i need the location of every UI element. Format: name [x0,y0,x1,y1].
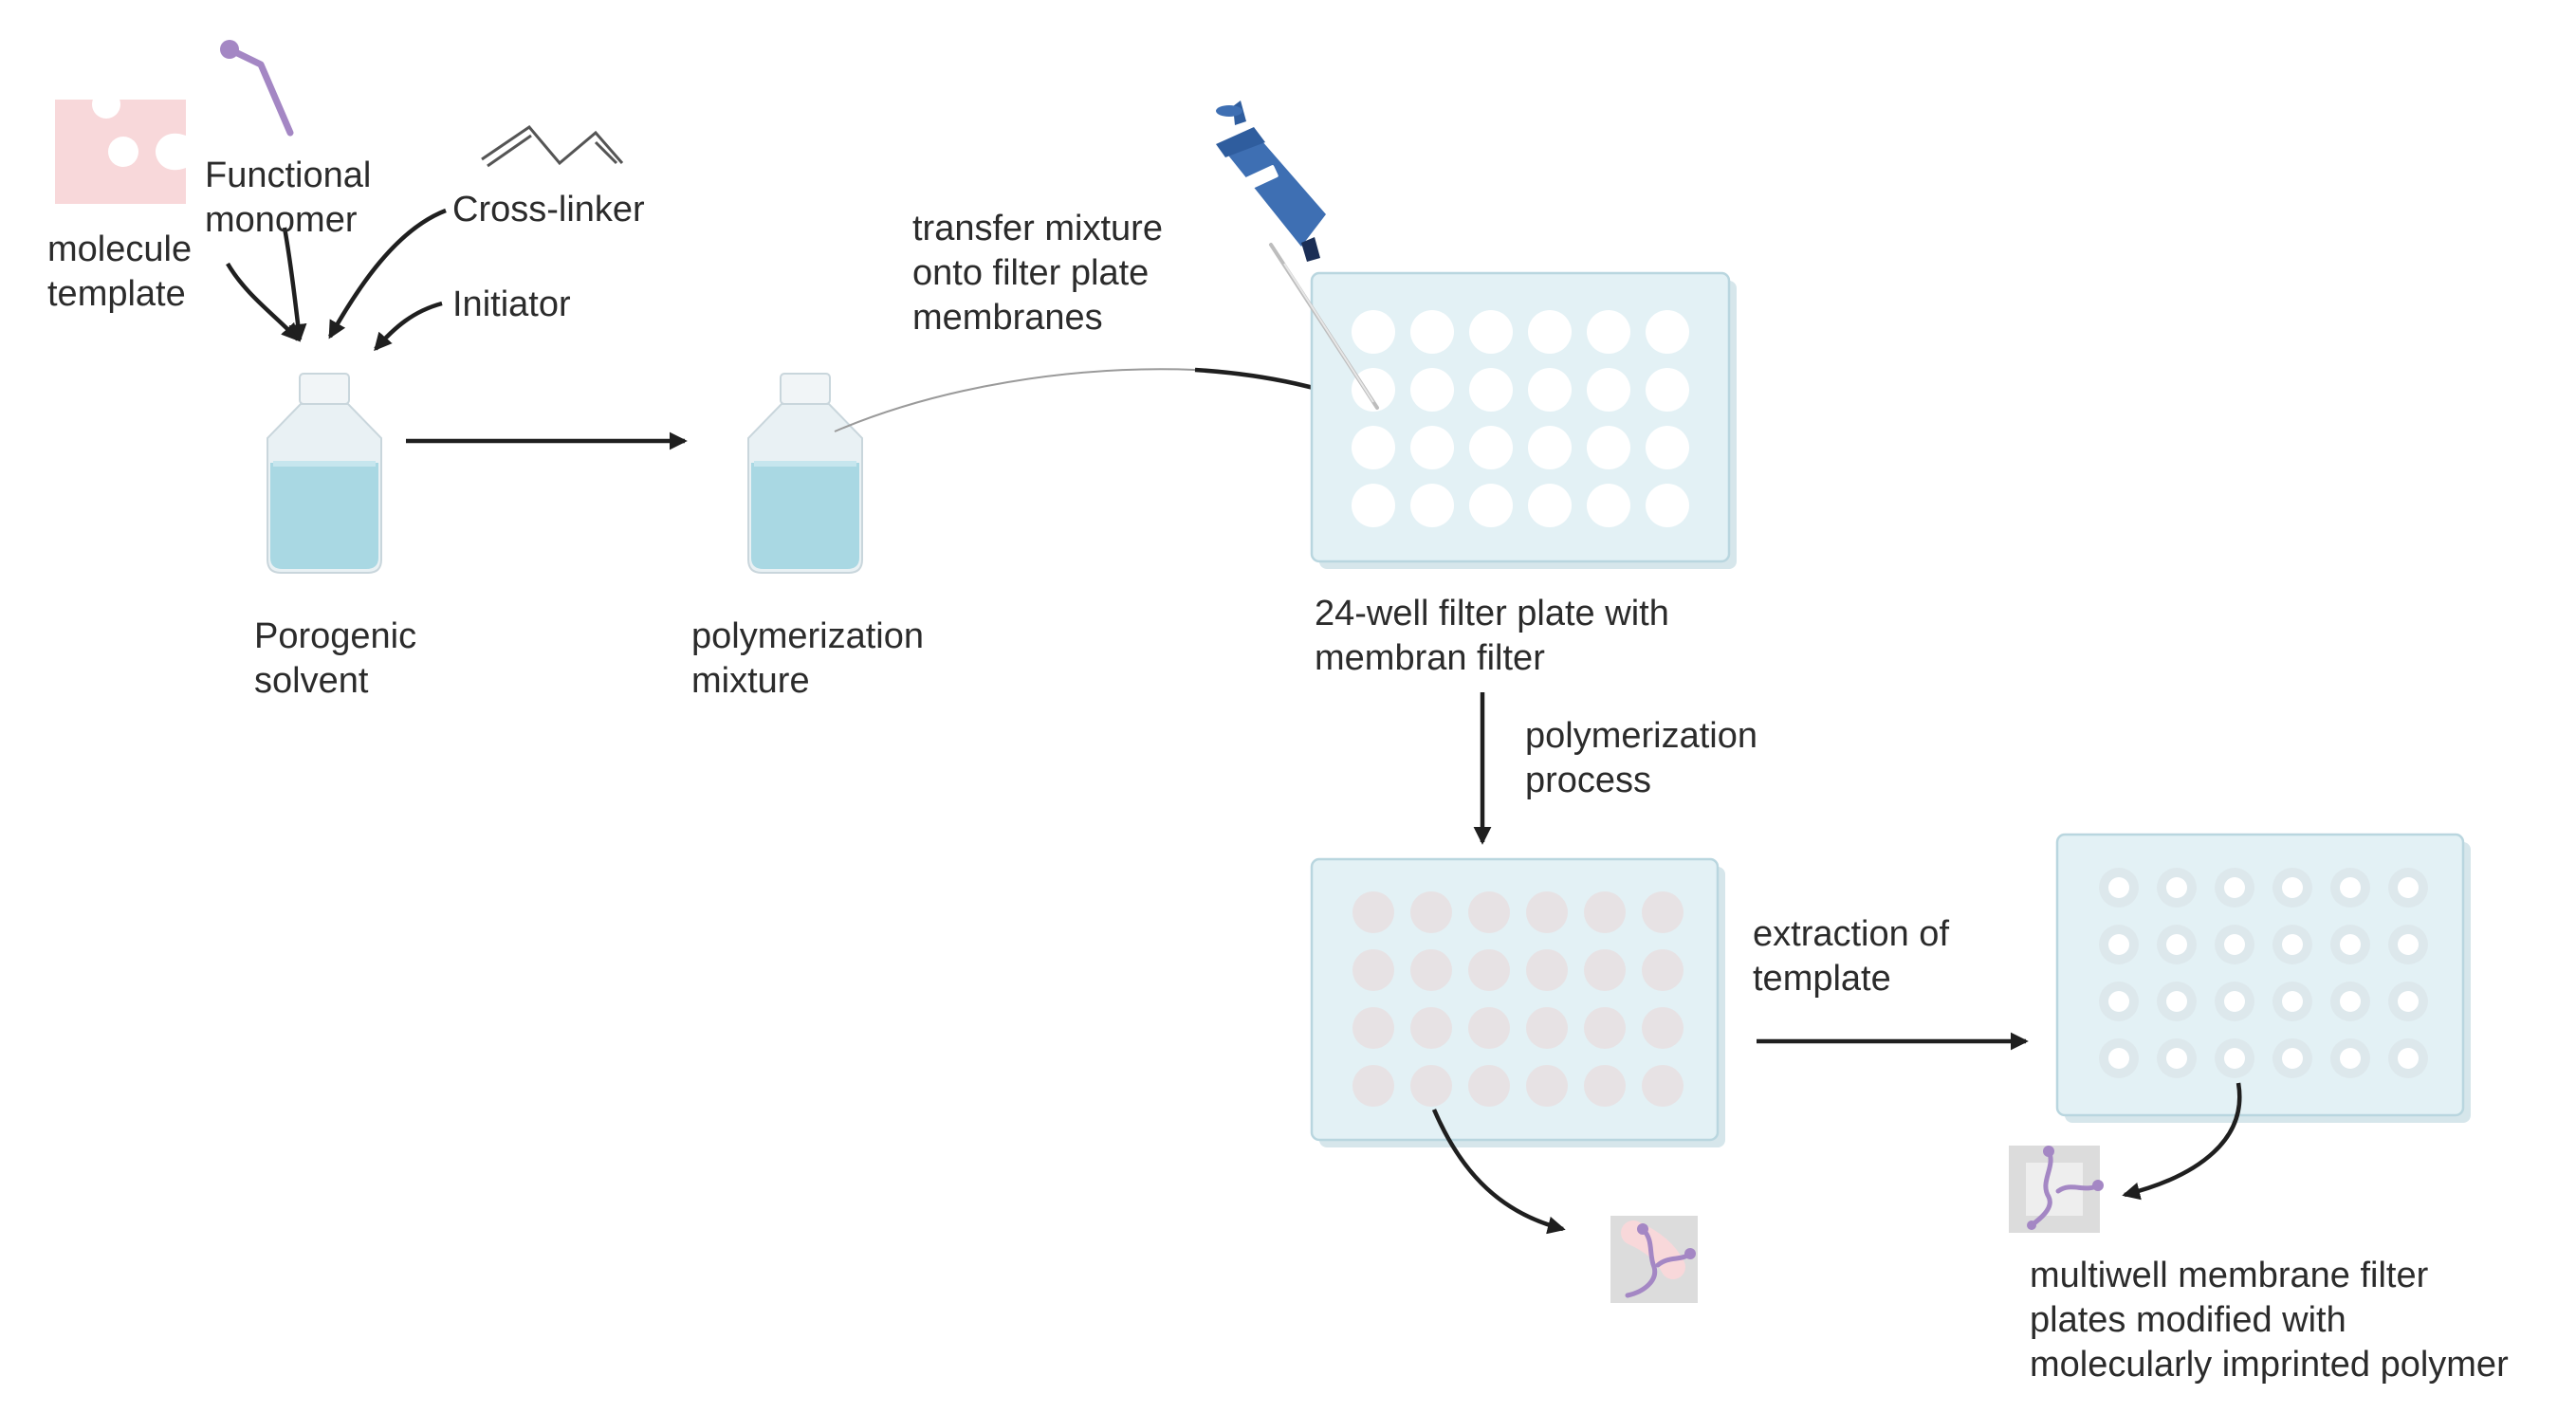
well-center [2224,877,2245,898]
puzzle-piece-icon [55,90,186,204]
arrow-to-polymer-with-template [1431,1109,1566,1235]
well [1468,891,1510,933]
monomer-icon [220,40,294,137]
well-center [2282,1048,2303,1069]
well [1646,484,1689,527]
well-center [2398,1048,2419,1069]
well [1468,1065,1510,1107]
well-plate-icon [1310,857,1725,1147]
well [1352,1007,1394,1049]
well [1642,1007,1684,1049]
well-center [2282,991,2303,1012]
well [1468,1007,1510,1049]
crosslinker-structure-icon [481,124,624,168]
well-center [2108,877,2129,898]
well-center [2166,934,2187,955]
well-center [2224,1048,2245,1069]
well-center [2398,991,2419,1012]
well-center [2166,991,2187,1012]
well-center [2282,934,2303,955]
well-center [2282,877,2303,898]
well-center [2166,877,2187,898]
well [1410,1007,1452,1049]
well [1584,949,1626,991]
well [1352,891,1394,933]
well [1410,949,1452,991]
well [1646,368,1689,412]
well [1587,484,1630,527]
well [1642,1065,1684,1107]
well-center [2398,934,2419,955]
imprinted-polymer-icon [1610,1216,1698,1303]
well [1410,368,1454,412]
well [1352,484,1395,527]
well [1352,426,1395,469]
well [1469,484,1513,527]
bottle-icon [267,373,382,574]
well [1587,368,1630,412]
well [1528,368,1572,412]
well-center [2108,991,2129,1012]
well [1468,949,1510,991]
well [1528,426,1572,469]
well-center [2224,991,2245,1012]
well [1584,1065,1626,1107]
well [1646,426,1689,469]
well-plate-icon [1310,271,1737,569]
well [1469,368,1513,412]
well [1410,426,1454,469]
well-plate-icon [2055,833,2471,1123]
well-center [2398,877,2419,898]
well [1528,484,1572,527]
well [1587,310,1630,354]
well [1584,1007,1626,1049]
input-arrows [226,208,447,352]
well [1526,1007,1568,1049]
cross-linker-label: Cross-linker [452,190,645,229]
well [1642,891,1684,933]
well [1646,310,1689,354]
well-center [2108,934,2129,955]
initiator-label: Initiator [452,284,571,324]
well [1410,1065,1452,1107]
well [1352,949,1394,991]
pipette-icon [1216,101,1379,410]
well-center [2340,991,2361,1012]
well [1410,891,1452,933]
well-center [2340,934,2361,955]
well [1528,310,1572,354]
well [1526,1065,1568,1107]
well [1469,310,1513,354]
well [1584,891,1626,933]
well [1587,426,1630,469]
well [1352,310,1395,354]
well [1526,891,1568,933]
well [1642,949,1684,991]
bottle-icon [747,373,863,574]
well-center [2340,877,2361,898]
well-center [2108,1048,2129,1069]
well-center [2166,1048,2187,1069]
arrow-to-imprinted-polymer [2122,1082,2242,1201]
well [1410,484,1454,527]
well-center [2224,934,2245,955]
well [1352,1065,1394,1107]
well [1526,949,1568,991]
transfer-arrow-tail [834,368,1196,432]
well [1469,426,1513,469]
imprinted-polymer-icon [2009,1146,2104,1233]
well [1410,310,1454,354]
well [1352,368,1395,412]
well-center [2340,1048,2361,1069]
